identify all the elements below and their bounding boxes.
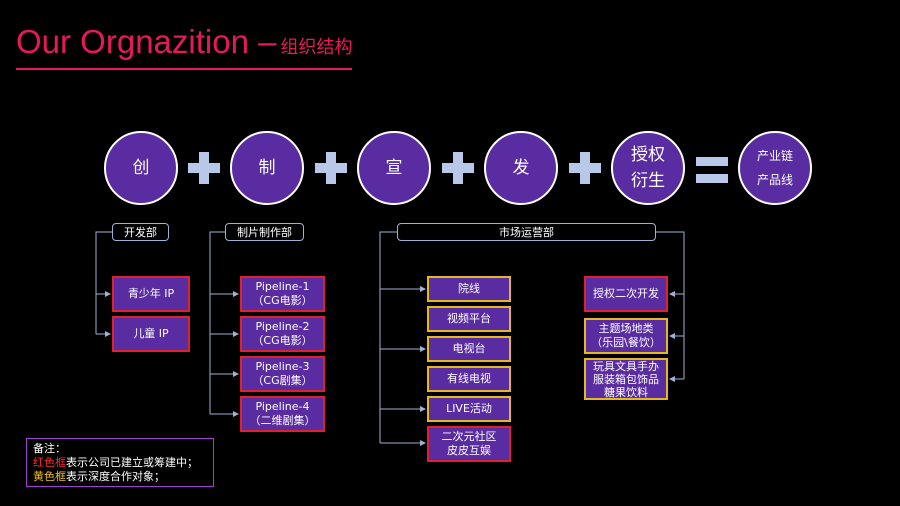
- channel-cinema-box: 院线: [427, 276, 511, 302]
- pipeline-1-box: Pipeline-1 （CG电影）: [240, 276, 325, 312]
- channel-live-box: LIVE活动: [427, 396, 511, 422]
- stage-result: 产业链 产品线: [738, 131, 812, 205]
- dept-development: 开发部: [112, 223, 169, 241]
- channel-acg-community-box: 二次元社区 皮皮互娱: [427, 426, 511, 462]
- channel-tv-box: 电视台: [427, 336, 511, 362]
- license-merch-box: 玩具文具手办 服装箱包饰品 糖果饮料: [584, 358, 668, 400]
- plus-icon: [442, 152, 474, 184]
- ip-teen-box: 青少年 IP: [112, 276, 190, 312]
- legend-yellow-line: 黄色框表示深度合作对象；: [33, 470, 207, 484]
- channel-video-platform-box: 视频平台: [427, 306, 511, 332]
- legend-note: 备注： 红色框表示公司已建立或筹建中； 黄色框表示深度合作对象；: [26, 438, 214, 487]
- stage-produce: 制: [230, 131, 304, 205]
- stage-create: 创: [104, 131, 178, 205]
- stage-promote: 宣: [357, 131, 431, 205]
- legend-red-line: 红色框表示公司已建立或筹建中；: [33, 456, 207, 470]
- pipeline-2-box: Pipeline-2 （CG电影）: [240, 316, 325, 352]
- stage-distribute: 发: [484, 131, 558, 205]
- dept-marketing: 市场运营部: [397, 223, 656, 241]
- equals-icon: [696, 157, 728, 183]
- pipeline-3-box: Pipeline-3 （CG剧集）: [240, 356, 325, 392]
- plus-icon: [315, 152, 347, 184]
- pipeline-4-box: Pipeline-4 （二维剧集）: [240, 396, 325, 432]
- legend-yellow-desc: 表示深度合作对象；: [66, 470, 165, 483]
- page-title: Our Orgnazition –组织结构: [16, 22, 353, 70]
- license-theme-venue-box: 主题场地类 （乐园\餐饮）: [584, 318, 668, 354]
- ip-kids-box: 儿童 IP: [112, 316, 190, 352]
- stage-license: 授权 衍生: [611, 131, 685, 205]
- plus-icon: [569, 152, 601, 184]
- channel-cable-box: 有线电视: [427, 366, 511, 392]
- legend-red-term: 红色框: [33, 456, 66, 469]
- license-secondary-box: 授权二次开发: [584, 276, 668, 312]
- title-main: Our Orgnazition –: [16, 23, 277, 60]
- legend-red-desc: 表示公司已建立或筹建中；: [66, 456, 198, 469]
- dept-production: 制片制作部: [225, 223, 304, 241]
- legend-yellow-term: 黄色框: [33, 470, 66, 483]
- title-sub: 组织结构: [280, 37, 353, 58]
- plus-icon: [188, 152, 220, 184]
- legend-heading: 备注：: [33, 442, 66, 455]
